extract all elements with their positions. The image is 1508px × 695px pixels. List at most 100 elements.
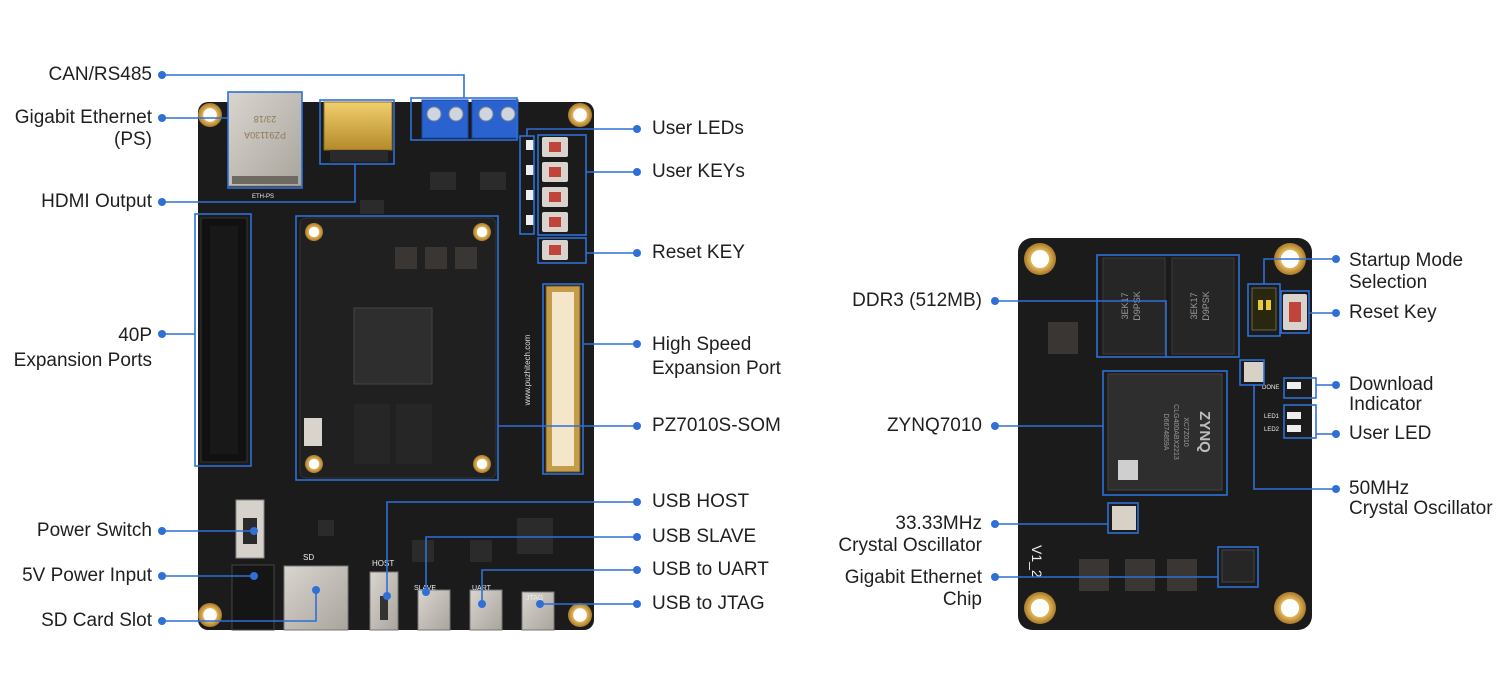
- callout-dot: [158, 572, 166, 580]
- user-leds: [526, 140, 534, 225]
- callout-dot: [1332, 485, 1340, 493]
- label-download-indicator: Download Indicator: [1349, 374, 1434, 415]
- callout-dot: [383, 592, 391, 600]
- ddr-text: D9PSK: [1201, 291, 1211, 321]
- usb-uart-port: [469, 589, 503, 631]
- callout-dot: [633, 168, 641, 176]
- osc-50mhz-component: [1244, 362, 1264, 382]
- ddr-text: 3EK17: [1120, 292, 1130, 319]
- highlight-box: [542, 283, 584, 475]
- mount-hole-icon: [198, 603, 222, 627]
- ic-chip: [470, 540, 492, 562]
- inductor: [1048, 322, 1078, 354]
- som-board: 3EK17 D9PSK 3EK17 D9PSK ZYNQ XC7Z010 CLG…: [1018, 238, 1312, 630]
- callout-dot: [250, 572, 258, 580]
- callout-dot: [633, 533, 641, 541]
- highlight-box: [1283, 404, 1317, 439]
- ddr-text: D9PSK: [1132, 291, 1142, 321]
- som-module: [299, 217, 497, 479]
- highlight-box: [319, 99, 395, 165]
- callout-dot: [991, 573, 999, 581]
- mount-hole-icon: [198, 103, 222, 127]
- callout-dot: [158, 527, 166, 535]
- highlight-box: [537, 237, 587, 264]
- eth-ps-silk: ETH-PS: [252, 194, 274, 200]
- label-40p-expansion: 40P Expansion Ports: [13, 325, 152, 371]
- rj45-text: 23/18: [254, 114, 277, 124]
- callout-dot: [1332, 255, 1340, 263]
- callout-dot: [422, 588, 430, 596]
- highlight-box: [295, 215, 499, 481]
- label-reset-key: Reset KEY: [652, 242, 745, 263]
- callout-dot: [1332, 430, 1340, 438]
- usb-slave-port: [417, 589, 451, 631]
- label-startup-mode: Startup Mode Selection: [1349, 250, 1464, 293]
- label-som: PZ7010S-SOM: [652, 415, 781, 436]
- callout-dot: [536, 600, 544, 608]
- can-rs485-terminals: [421, 99, 519, 139]
- label-high-speed-expansion: High Speed Expansion Port: [652, 334, 781, 379]
- zynq-part: XC7Z010: [1182, 417, 1189, 447]
- sd-silk: SD: [303, 553, 314, 562]
- expansion-header-40p: [200, 217, 248, 463]
- osc-33mhz-component: [1112, 506, 1136, 530]
- highlight-box: [1280, 290, 1310, 334]
- highlight-box: [1283, 377, 1317, 399]
- usb-jtag-port: [521, 591, 555, 631]
- callout-dot: [633, 600, 641, 608]
- callout-dot: [250, 527, 258, 535]
- mount-hole-icon: [568, 603, 592, 627]
- label-can-rs485: CAN/RS485: [48, 64, 153, 85]
- callout-dot: [158, 330, 166, 338]
- rj45-text: PZ91130A: [244, 130, 286, 140]
- inductor: [1125, 559, 1155, 591]
- ic-chip: [412, 540, 434, 562]
- jtag-silk: JTAG: [526, 595, 543, 602]
- highlight-box: [1096, 254, 1240, 358]
- label-usb-slave: USB SLAVE: [652, 526, 757, 547]
- led1: [1287, 412, 1301, 419]
- callout-lines: [162, 74, 1336, 622]
- label-usb-uart: USB to UART: [652, 559, 769, 580]
- version-silk: V1_2: [1029, 545, 1045, 578]
- power-switch-component: [235, 499, 265, 559]
- callout-dot: [158, 617, 166, 625]
- callout-dot: [633, 422, 641, 430]
- carrier-board: 23/18 PZ91130A ETH-PS: [198, 91, 594, 631]
- label-gigabit-ethernet-ps: Gigabit Ethernet (PS): [14, 107, 152, 150]
- callout-dot: [991, 422, 999, 430]
- callout-dot: [991, 297, 999, 305]
- callout-dot: [633, 340, 641, 348]
- highlight-box: [1107, 502, 1139, 534]
- highlight-box: [537, 134, 587, 236]
- callout-dot: [991, 520, 999, 528]
- label-gige-chip: Gigabit Ethernet Chip: [844, 567, 982, 610]
- website-silk: www.puzhitech.com: [523, 334, 532, 406]
- label-user-keys: User KEYs: [652, 161, 745, 182]
- ic-chip: [517, 518, 553, 554]
- label-power-switch: Power Switch: [36, 520, 152, 541]
- label-som-reset-key: Reset Key: [1349, 302, 1437, 323]
- label-zynq7010: ZYNQ7010: [886, 415, 982, 436]
- callout-dot: [1332, 309, 1340, 317]
- mount-hole-icon: [1024, 243, 1056, 275]
- rj45-connector: 23/18 PZ91130A ETH-PS: [227, 91, 303, 200]
- ic-chip: [430, 172, 456, 190]
- mount-hole-icon: [1274, 592, 1306, 624]
- ic-chip: [360, 200, 384, 214]
- label-osc-33mhz: 33.33MHz Crystal Oscillator: [838, 513, 982, 556]
- label-user-led: User LED: [1349, 423, 1432, 444]
- callout-dot: [633, 249, 641, 257]
- usb-host-port: [369, 571, 399, 631]
- callout-dot: [1332, 381, 1340, 389]
- callout-dot: [312, 586, 320, 594]
- host-silk: HOST: [372, 559, 394, 568]
- callout-dot: [478, 600, 486, 608]
- high-speed-connector: [545, 285, 581, 473]
- zynq-brand: ZYNQ: [1196, 411, 1213, 453]
- led2: [1287, 425, 1301, 432]
- boot-dip-switch: [1251, 287, 1277, 331]
- mount-hole-icon: [1024, 592, 1056, 624]
- ddr-text: 3EK17: [1189, 292, 1199, 319]
